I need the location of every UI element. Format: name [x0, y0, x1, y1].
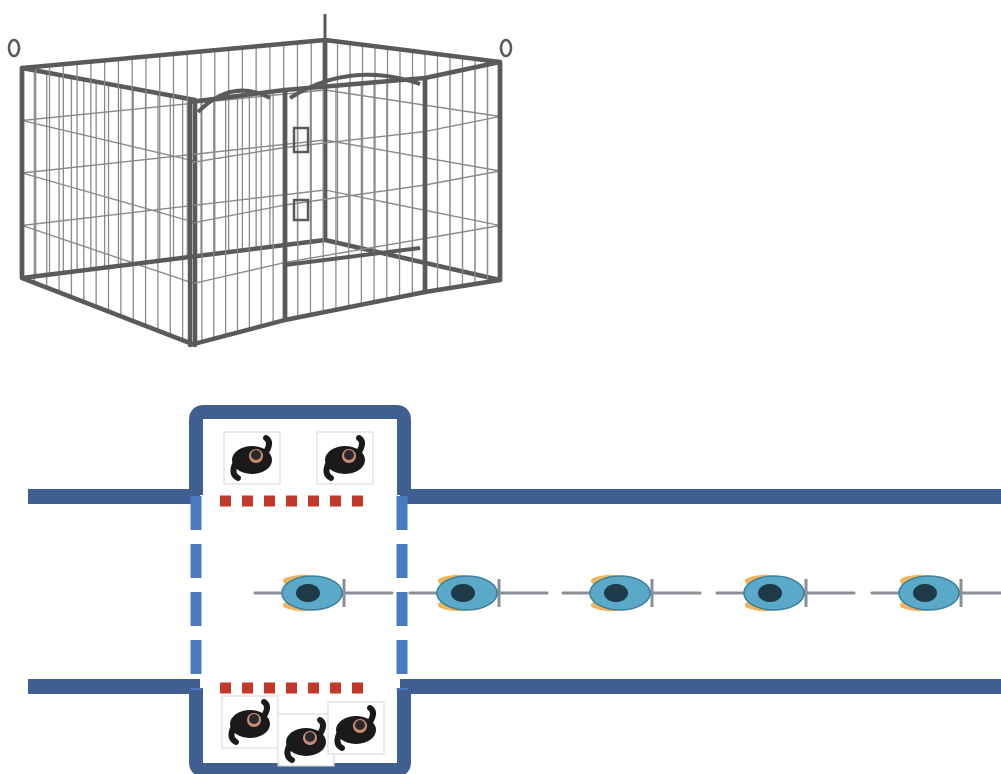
- officer-icon: [316, 431, 374, 485]
- cyclist-icon: [408, 574, 549, 612]
- cyclist-queue: [253, 574, 1001, 612]
- cyclist-icon: [715, 574, 856, 612]
- pet-playpen-cage-illustration: [7, 14, 513, 348]
- officer-icon: [221, 695, 279, 749]
- cage-corner-hook: [7, 38, 21, 58]
- cage-corner-hook: [499, 38, 513, 58]
- checkpoint-pen: [189, 405, 411, 774]
- cage-door-arch: [196, 88, 271, 114]
- lane-wall-left-bottom: [28, 679, 200, 694]
- bike-lane-diagram: [28, 405, 1001, 774]
- lane-wall-left-top: [28, 489, 200, 504]
- officer-icon: [223, 431, 281, 485]
- lane-wall-right-top: [400, 489, 1001, 504]
- cage-door-bottom-rail: [284, 246, 421, 267]
- lane-wall-right-bottom: [400, 679, 1001, 694]
- officer-icon: [327, 701, 385, 755]
- cage-front-left-panel: [187, 87, 288, 348]
- cage-door-arch: [288, 72, 421, 100]
- cage-door-latch: [292, 126, 310, 154]
- cyclist-icon: [253, 574, 394, 612]
- cage-back-left-panel: [19, 65, 198, 348]
- pen-wall-top: [189, 405, 411, 495]
- cage-door-latch: [292, 198, 310, 222]
- cyclist-icon: [870, 574, 1001, 612]
- cyclist-icon: [561, 574, 702, 612]
- pen-wall-bottom: [189, 688, 411, 774]
- officer-group: [221, 431, 385, 767]
- officer-icon: [277, 713, 335, 767]
- cage-front-right-panel: [422, 59, 503, 295]
